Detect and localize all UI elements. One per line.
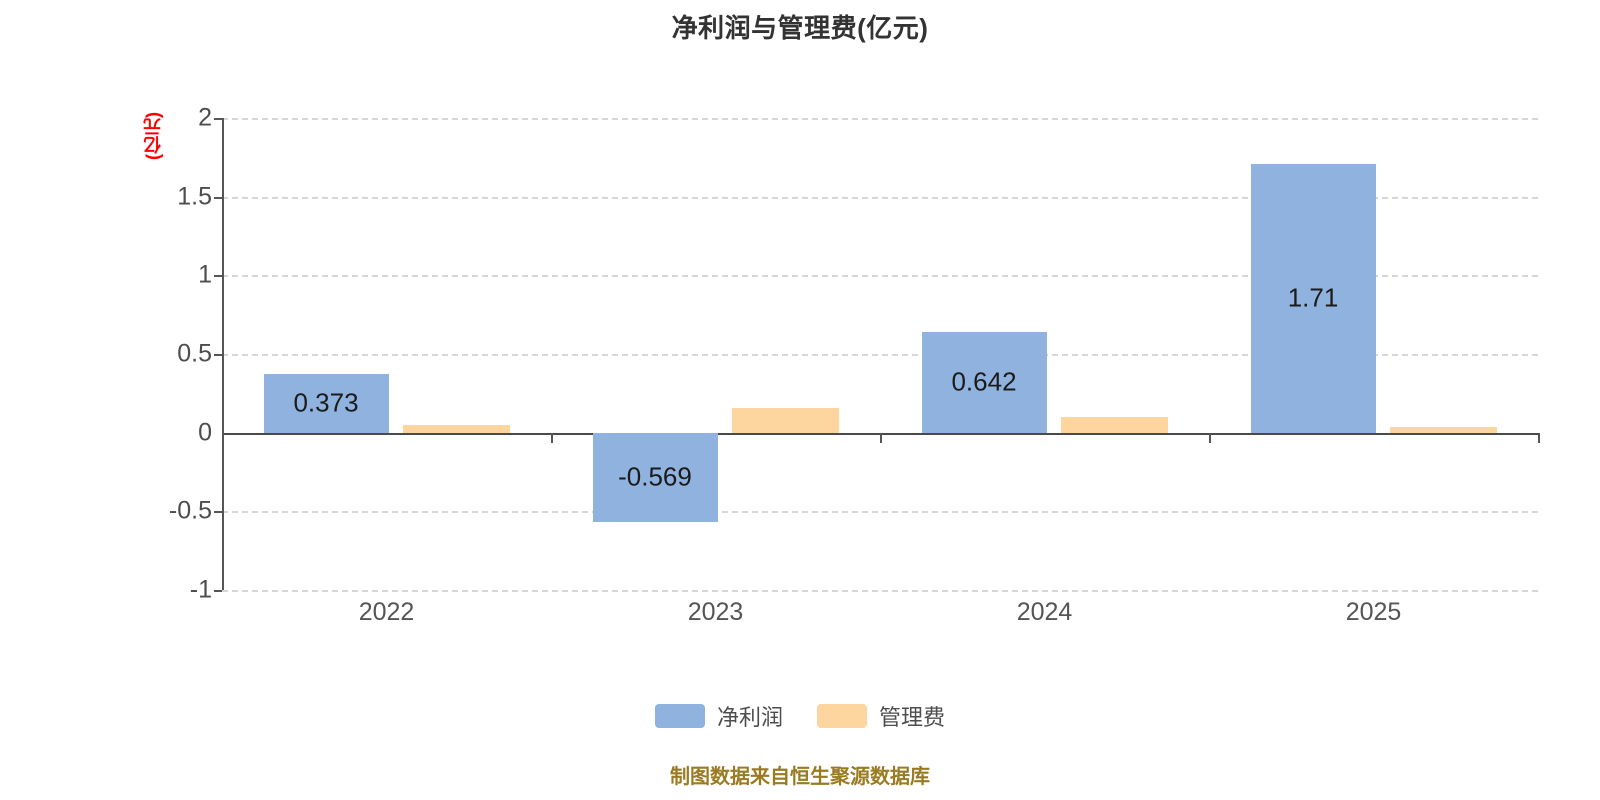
x-axis-tick-label-2022: 2022 — [358, 598, 415, 626]
bar-2023-net-profit[interactable] — [592, 432, 718, 523]
legend-label: 净利润 — [716, 705, 783, 730]
gridline — [222, 511, 1538, 514]
x-axis-tick-label-2025: 2025 — [1345, 598, 1402, 626]
gridline — [222, 275, 1538, 278]
y-axis-tick-label: 0 — [198, 418, 212, 447]
gridline — [222, 590, 1538, 592]
source-note: 制图数据来自恒生聚源数据库 — [670, 766, 930, 788]
bar-2024-net-profit[interactable] — [921, 331, 1047, 433]
bar-2025-admin-expense[interactable] — [1389, 426, 1497, 433]
x-axis-tick-mark — [1538, 432, 1540, 443]
legend-swatch-icon — [817, 704, 867, 728]
bar-2022-net-profit[interactable] — [263, 373, 389, 433]
legend-item-admin-expense[interactable]: 管理费 — [817, 700, 945, 732]
x-axis-tick-mark — [551, 432, 553, 443]
x-axis-tick-label-2024: 2024 — [1016, 598, 1073, 626]
gridline — [222, 354, 1538, 356]
y-axis-tick-label: 1 — [198, 260, 212, 289]
x-axis-tick-mark — [880, 432, 882, 443]
gridline — [222, 196, 1538, 199]
y-axis-tick-mark — [214, 118, 222, 120]
y-axis-tick-mark — [214, 196, 222, 199]
y-axis-tick-label: -0.5 — [168, 496, 212, 525]
bar-2025-net-profit[interactable] — [1250, 163, 1376, 433]
y-axis-tick-mark — [214, 590, 222, 592]
y-axis-tick-mark — [214, 511, 222, 514]
plot-area: 0.373 -0.569 0.642 1.71 — [222, 118, 1538, 592]
x-axis-tick-mark — [222, 432, 224, 443]
y-axis-tick-label: -1 — [189, 575, 212, 604]
y-axis-tick-mark — [214, 275, 222, 278]
bar-value-label: 0.642 — [951, 366, 1017, 397]
y-axis-tick-label: 1.5 — [177, 182, 212, 211]
chart-legend: 净利润 管理费 — [0, 700, 1600, 732]
legend-item-net-profit[interactable]: 净利润 — [654, 700, 783, 732]
y-axis-tick-mark — [214, 354, 222, 356]
y-axis-tick-label: 0.5 — [177, 339, 212, 368]
legend-label: 管理费 — [879, 705, 946, 730]
x-axis-tick-label-2023: 2023 — [687, 598, 744, 626]
x-axis-tick-mark — [1209, 432, 1211, 443]
page-title: 净利润与管理费(亿元) — [671, 13, 929, 43]
bar-2023-admin-expense[interactable] — [731, 407, 839, 433]
gridline — [222, 118, 1538, 120]
y-axis-line — [222, 118, 224, 590]
bar-2022-admin-expense[interactable] — [402, 425, 510, 433]
y-axis-tick-label: 2 — [198, 103, 212, 132]
bar-2024-admin-expense[interactable] — [1060, 417, 1168, 433]
legend-swatch-icon — [654, 704, 705, 728]
bar-value-label: -0.569 — [618, 461, 692, 492]
bar-value-label: 0.373 — [293, 387, 359, 418]
bar-value-label: 1.71 — [1287, 282, 1339, 313]
